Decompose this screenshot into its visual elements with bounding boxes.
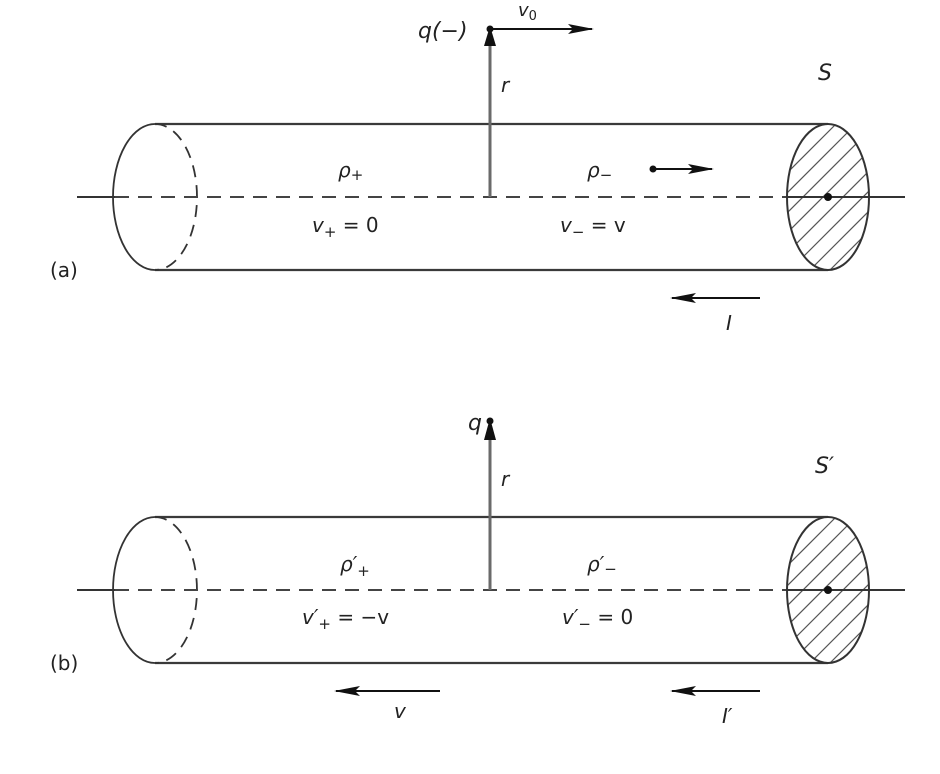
- current-label: I: [726, 311, 732, 335]
- positive-velocity-label: v+ = 0: [312, 213, 379, 241]
- cross-section-hatched-icon: [786, 516, 870, 664]
- panel-label-b: (b): [50, 651, 78, 675]
- electron-dot-icon: [649, 165, 657, 173]
- charge-dot-icon: [486, 417, 494, 425]
- frame-label: S: [818, 61, 832, 86]
- positive-velocity-label: v′+ = −v: [302, 605, 389, 633]
- panel-label-a: (a): [50, 258, 78, 282]
- cross-section-hatched-icon: [786, 123, 870, 271]
- negative-velocity-label: v′− = 0: [562, 605, 633, 633]
- panel-b: q r S′ ρ′+ v′+ = −v ρ′− v′− = 0 v I′ (b): [50, 411, 905, 728]
- charge-up-arrowhead-icon: [484, 418, 496, 440]
- positive-density-label: ρ+: [338, 158, 363, 184]
- positive-density-label: ρ′+: [340, 552, 370, 580]
- frame-velocity-label: v: [394, 699, 407, 723]
- negative-density-label: ρ−: [587, 158, 612, 184]
- charge-label: q(−): [418, 19, 468, 44]
- distance-r-label: r: [501, 73, 511, 97]
- frame-label: S′: [815, 454, 834, 479]
- negative-density-label: ρ′−: [587, 552, 617, 578]
- charge-dot-icon: [486, 25, 494, 33]
- charge-up-arrowhead-icon: [484, 26, 496, 46]
- charge-velocity-label: v0: [518, 0, 537, 24]
- distance-r-label: r: [501, 467, 511, 491]
- charge-label: q: [468, 411, 482, 436]
- current-label: I′: [722, 704, 733, 728]
- panel-a: q(−) v0 r S ρ+ v+ = 0 ρ− v− = v I (a): [50, 0, 905, 335]
- negative-velocity-label: v− = v: [560, 213, 626, 241]
